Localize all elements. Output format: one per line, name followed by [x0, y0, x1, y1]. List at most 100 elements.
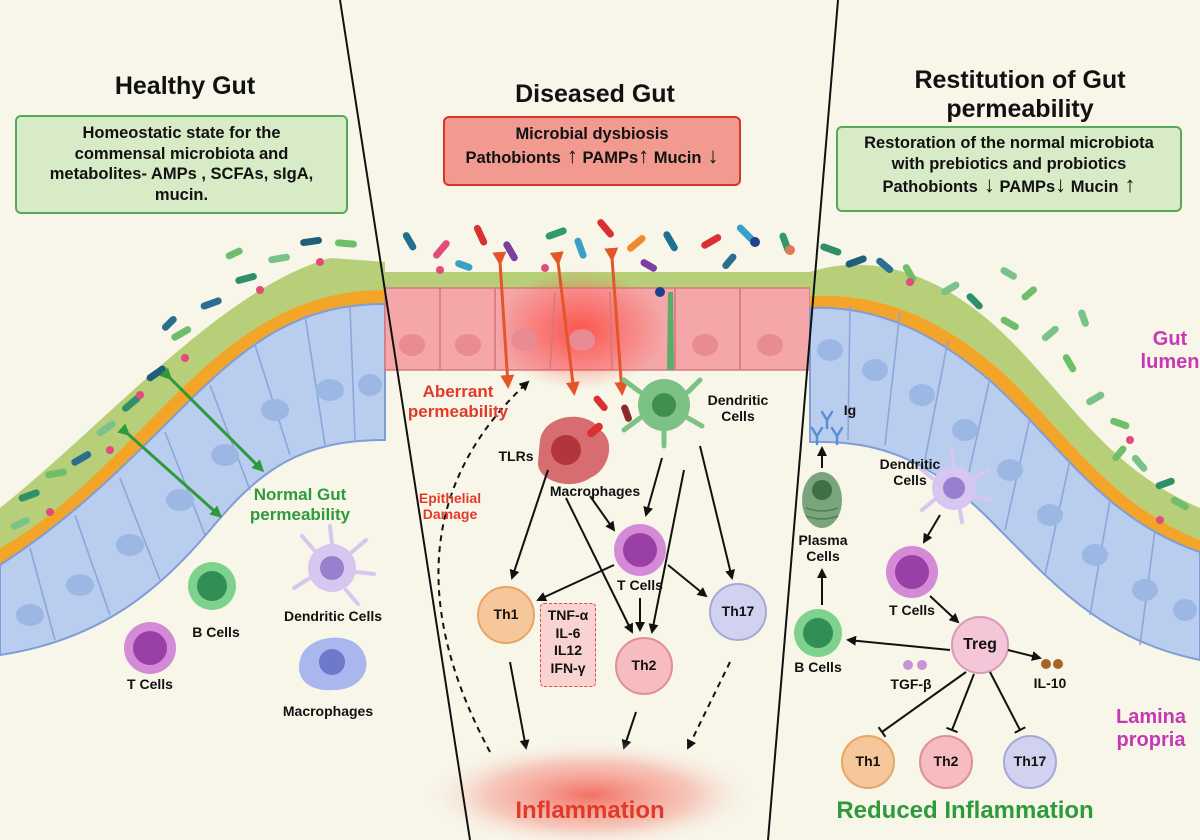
restored-th17-cell: [1003, 735, 1057, 789]
restored-th2-cell: [919, 735, 973, 789]
diseased-macrophages-label: Macrophages: [549, 483, 641, 499]
lamina-propria-line-2: propria: [1116, 729, 1186, 751]
restored-b-cells-label: B Cells: [794, 659, 842, 675]
tgf-beta-label: TGF-β: [890, 676, 932, 692]
aberrant-line-2: permeability: [407, 401, 509, 421]
normal-permeability-arrows: [117, 367, 265, 518]
healthy-gut-title: Healthy Gut: [114, 72, 256, 100]
pamps-label: PAMPs: [582, 148, 639, 167]
tgf-beta-dots: [903, 660, 927, 670]
plasma-line-2: Cells: [806, 548, 840, 565]
plasma-cell: [802, 472, 842, 528]
diseased-dendritic-label: Dendritic Cells: [698, 392, 778, 424]
diseased-pathway-arrows: [509, 445, 735, 750]
aberrant-permeability-label: Aberrant permeability: [398, 382, 518, 421]
healthy-box-line-3: metabolites- AMPs , SCFAs, sIgA,: [49, 165, 314, 184]
restored-t-cell: [886, 546, 938, 598]
treg-label: Treg: [963, 636, 997, 653]
down-arrow-icon: ↓: [1055, 172, 1067, 198]
restitution-title-line-2: permeability: [946, 94, 1094, 123]
diseased-th2-cell: [615, 637, 673, 695]
reduced-inflammation-label: Reduced Inflammation: [836, 797, 1094, 824]
inflammation-label: Inflammation: [515, 797, 665, 824]
gut-lumen-line-2: lumen: [1140, 351, 1200, 373]
lamina-propria-label: Lamina propria: [1108, 706, 1194, 752]
restored-dendritic-label: Dendritic Cells: [872, 456, 948, 488]
restored-t-cells-label: T Cells: [889, 602, 935, 618]
restitution-title-line-1: Restitution of Gut: [914, 66, 1126, 94]
lamina-propria-line-1: Lamina: [1115, 706, 1187, 728]
panel-dividers: [339, 0, 839, 840]
cytokine-ifn: IFN-γ: [550, 659, 586, 676]
mucin-label: Mucin: [653, 148, 702, 167]
restoration-items: Pathobionts ↓ PAMPs↓ Mucin ↑: [838, 174, 1180, 198]
restored-mucin-label: Mucin: [1070, 178, 1119, 197]
diseased-macrophage: [537, 416, 610, 485]
cytokine-il12: IL12: [553, 642, 582, 658]
dysbiosis-items: Pathobionts ↑ PAMPs↑ Mucin ↓: [445, 144, 739, 169]
left-macrophages-label: Macrophages: [282, 703, 374, 719]
restoration-pathway-arrows: [817, 446, 1042, 738]
ig-antibodies: [810, 410, 844, 446]
cytokine-tnf: TNF-α: [547, 607, 589, 623]
plasma-line-1: Plasma: [798, 532, 848, 548]
diseased-th1-label: Th1: [493, 606, 519, 622]
restored-dendritic-line-1: Dendritic: [879, 456, 941, 472]
restored-dendritic-line-2: Cells: [893, 472, 927, 489]
diseased-t-cells-label: T Cells: [617, 577, 663, 593]
restitution-title: Restitution of Gut permeability: [885, 66, 1155, 124]
diseased-th17-label: Th17: [721, 603, 755, 619]
left-t-cells-label: T Cells: [127, 676, 173, 692]
normal-permeability-label: Normal Gut permeability: [240, 485, 360, 524]
diseased-th17-cell: [709, 583, 767, 641]
healthy-box-line-2: commensal microbiota and: [74, 144, 289, 163]
aberrant-permeability-arrows: [492, 247, 629, 396]
plasma-cells-label: Plasma Cells: [790, 532, 856, 564]
left-b-cell: [188, 562, 236, 610]
left-macrophage: [299, 637, 367, 691]
down-arrow-icon: ↓: [977, 172, 995, 198]
ig-label: Ig: [843, 402, 857, 418]
healthy-box-line-1: Homeostatic state for the: [82, 124, 281, 142]
healthy-homeostasis-box: Homeostatic state for the commensal micr…: [15, 115, 348, 214]
inflammation-glow: [420, 740, 760, 840]
epithelial-damage-line-1: Epithelial: [418, 490, 482, 506]
restored-dendritic-cell: [918, 450, 992, 524]
restoration-box: Restoration of the normal microbiota wit…: [836, 126, 1182, 212]
dysbiosis-line-1: Microbial dysbiosis: [515, 125, 669, 143]
il10-dots: [1041, 659, 1063, 669]
epithelial-damage-line-2: Damage: [422, 506, 478, 523]
gut-lumen-line-1: Gut: [1152, 328, 1188, 350]
restored-pathobionts-label: Pathobionts: [882, 178, 978, 197]
restored-th1-cell: [841, 735, 895, 789]
up-arrow-icon: ↑: [560, 142, 578, 168]
diseased-dendritic-line-1: Dendritic: [707, 392, 769, 408]
restored-th17-label: Th17: [1013, 753, 1047, 769]
diseased-dendritic-cell: [621, 292, 705, 449]
tlrs-label: TLRs: [498, 448, 534, 464]
diseased-dendritic-line-2: Cells: [721, 408, 755, 425]
cytokine-il6: IL-6: [555, 624, 581, 641]
pathobionts-label: Pathobionts: [465, 148, 561, 167]
gut-lumen-label: Gut lumen: [1140, 328, 1200, 374]
epithelial-damage-label: Epithelial Damage: [405, 490, 495, 522]
il10-label: IL-10: [1033, 675, 1067, 691]
cytokines-box: TNF-α IL-6 IL12 IFN-γ: [540, 603, 596, 687]
treg-cell: [951, 616, 1009, 674]
down-arrow-icon: ↓: [701, 142, 719, 168]
restored-pamps-label: PAMPs: [999, 178, 1056, 197]
left-dendritic-label: Dendritic Cells: [283, 608, 383, 624]
normal-permeability-line-2: permeability: [249, 504, 351, 524]
up-arrow-icon: ↑: [1118, 172, 1136, 198]
up-arrow-icon: ↑: [638, 142, 650, 168]
diseased-gut-title: Diseased Gut: [515, 80, 675, 108]
epithelial-damage-arrow: [437, 380, 530, 753]
normal-permeability-line-1: Normal Gut: [253, 485, 347, 504]
healthy-box-line-4: mucin.: [154, 185, 209, 204]
restored-b-cell: [794, 609, 842, 657]
left-dendritic-cell: [292, 524, 376, 606]
diseased-t-cell: [614, 524, 666, 576]
restored-th1-label: Th1: [855, 753, 881, 769]
